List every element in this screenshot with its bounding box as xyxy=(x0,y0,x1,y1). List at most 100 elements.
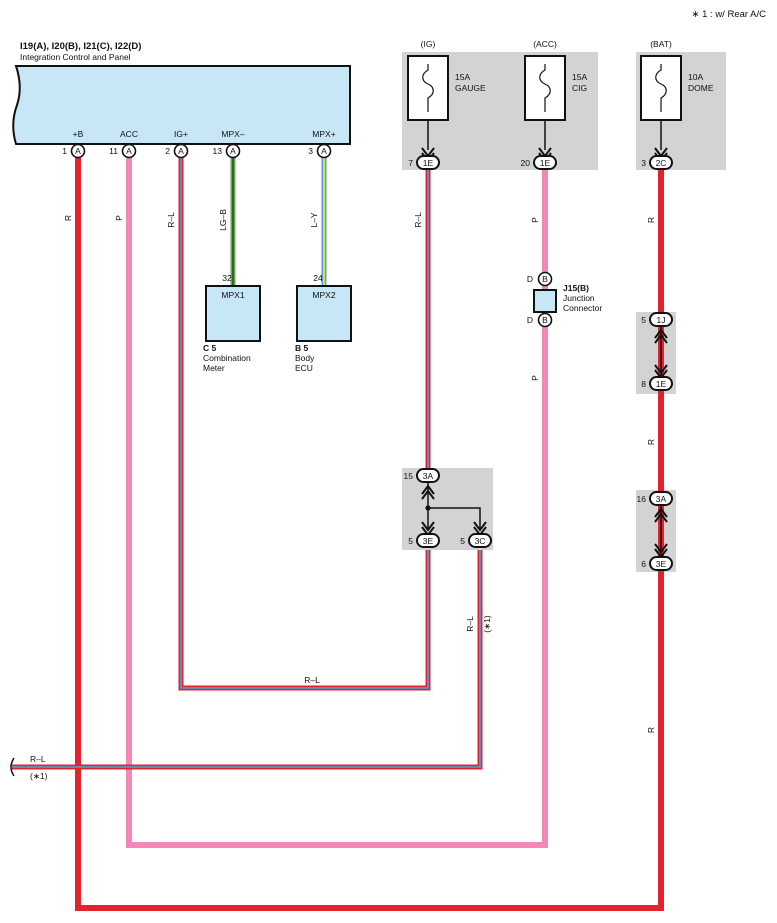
fuse-cig-name: CIG xyxy=(572,83,587,93)
center-junction-internals xyxy=(421,482,487,537)
junction-name-1: Junction xyxy=(563,293,595,303)
fuse-dome-name: DOME xyxy=(688,83,714,93)
body-ecu-box xyxy=(296,285,352,342)
wire-label-jb-out-note: (∗1) xyxy=(482,615,492,633)
fuse-dome-symbol xyxy=(655,64,667,112)
wire-label-mpx-minus: LG–B xyxy=(218,209,228,231)
rear-ac-footnote: ∗ 1 : w/ Rear A/C xyxy=(692,9,767,20)
combination-meter: 32 MPX1 C 5 Combination Meter xyxy=(203,273,261,373)
junction-connector-j15: B D B D J15(B) Junction Connector xyxy=(527,271,602,328)
connector-pin-acc: A 11 xyxy=(109,143,137,159)
connector-jb-right-3a: 3A 16 xyxy=(637,491,673,506)
connector-pin-mpx-minus: A 13 xyxy=(213,143,241,159)
svg-text:5: 5 xyxy=(641,315,646,325)
wire-ig-rl xyxy=(178,158,431,691)
pin-number-acc: 11 xyxy=(109,146,118,156)
svg-text:7: 7 xyxy=(408,158,413,168)
fuse-cig: (ACC) 15A CIG xyxy=(524,39,587,121)
jb-right-upper-in-arrow-icon xyxy=(654,328,668,344)
meter-name-1: Combination xyxy=(203,353,251,363)
svg-text:1E: 1E xyxy=(423,158,434,168)
wire-continuation-icon xyxy=(10,757,15,777)
svg-text:B: B xyxy=(542,274,548,284)
svg-text:B: B xyxy=(542,315,548,325)
jb-right-lower-in-arrow-icon xyxy=(654,507,668,523)
wire-label-left-out-note: (∗1) xyxy=(30,771,48,781)
fuse-cig-rating: 15A xyxy=(572,72,587,82)
meter-code: C 5 xyxy=(203,343,217,353)
svg-text:3E: 3E xyxy=(423,536,434,546)
main-unit-name: Integration Control and Panel xyxy=(20,52,131,62)
main-unit-code: I19(A), I20(B), I21(C), I22(D) xyxy=(20,41,141,52)
wire-plusb-red xyxy=(75,158,664,911)
wire-label-ig: R–L xyxy=(166,212,176,228)
pin-number-mpx-minus: 13 xyxy=(213,146,223,156)
right-junction-upper-internals xyxy=(654,326,668,380)
svg-text:D: D xyxy=(527,315,533,325)
fuse-dome: (BAT) 10A DOME xyxy=(640,39,714,121)
fuse-gauge-rating: 15A xyxy=(455,72,470,82)
body-ecu-pin-number: 24 xyxy=(313,273,323,283)
svg-text:16: 16 xyxy=(637,494,647,504)
svg-text:20: 20 xyxy=(521,158,531,168)
integration-control-panel-box xyxy=(12,65,351,145)
svg-text:3E: 3E xyxy=(656,559,667,569)
wire-label-jb-out: R–L xyxy=(465,616,475,632)
pin-number-ig: 2 xyxy=(165,146,170,156)
svg-text:5: 5 xyxy=(408,536,413,546)
fuse-dome-rating: 10A xyxy=(688,72,703,82)
connector-jb-right-1e: 1E 8 xyxy=(641,376,673,391)
svg-text:8: 8 xyxy=(641,379,646,389)
meter-pin-number: 32 xyxy=(222,273,232,283)
junction-code: J15(B) xyxy=(563,283,589,293)
wire-label-acc: P xyxy=(114,215,124,221)
pin-number-mpx-plus: 3 xyxy=(308,146,313,156)
wire-label-bat-3: R xyxy=(646,727,656,733)
svg-text:3C: 3C xyxy=(475,536,486,546)
svg-text:6: 6 xyxy=(641,559,646,569)
svg-text:3A: 3A xyxy=(423,471,434,481)
connector-jb-right-3e: 3E 6 xyxy=(641,556,673,571)
wire-label-plusb: R xyxy=(63,215,73,221)
meter-box-label: MPX1 xyxy=(221,290,244,300)
pin-number-plusb: 1 xyxy=(62,146,67,156)
fuse-gauge-symbol xyxy=(422,64,434,112)
wire-rear-ac-rl xyxy=(12,550,483,770)
pin-label-ig: IG+ xyxy=(174,129,188,139)
fuse-cig-source: (ACC) xyxy=(533,39,557,49)
connector-jb-center-3e: 3E 5 xyxy=(408,533,440,548)
fuse-cig-symbol xyxy=(539,64,551,112)
body-ecu: 24 MPX2 B 5 Body ECU xyxy=(295,273,352,373)
jb-center-in-arrow-icon xyxy=(421,484,435,500)
connector-dome-2c: 2C 3 xyxy=(641,155,673,170)
body-ecu-code: B 5 xyxy=(295,343,309,353)
wire-label-horizontal: R–L xyxy=(304,675,320,685)
connector-pin-mpx-plus: A 3 xyxy=(308,143,332,159)
svg-text:1J: 1J xyxy=(657,315,666,325)
connector-gauge-1e: 1E 7 xyxy=(408,155,440,170)
wire-acc-pink xyxy=(126,158,548,848)
splice-point xyxy=(425,505,431,511)
meter-name-2: Meter xyxy=(203,363,225,373)
wire-label-mpx-plus: L–Y xyxy=(309,212,319,227)
connector-jb-center-3a: 3A 15 xyxy=(404,468,440,483)
body-ecu-name-1: Body xyxy=(295,353,315,363)
wire-label-acc-fuse: P xyxy=(530,217,540,223)
svg-text:3A: 3A xyxy=(656,494,667,504)
svg-text:2C: 2C xyxy=(656,158,667,168)
svg-text:5: 5 xyxy=(460,536,465,546)
svg-text:1E: 1E xyxy=(656,379,667,389)
connector-pin-ig: A 2 xyxy=(165,143,189,159)
svg-text:A: A xyxy=(230,146,236,156)
svg-text:3: 3 xyxy=(641,158,646,168)
svg-text:A: A xyxy=(126,146,132,156)
meter-box xyxy=(205,285,261,342)
fuse-gauge-source: (IG) xyxy=(421,39,436,49)
wire-label-left-out: R–L xyxy=(30,754,46,764)
svg-text:A: A xyxy=(75,146,81,156)
pin-label-acc: ACC xyxy=(120,129,138,139)
connector-jb-right-1j: 1J 5 xyxy=(641,312,673,327)
wire-label-acc-lower: P xyxy=(530,375,540,381)
svg-text:A: A xyxy=(321,146,327,156)
